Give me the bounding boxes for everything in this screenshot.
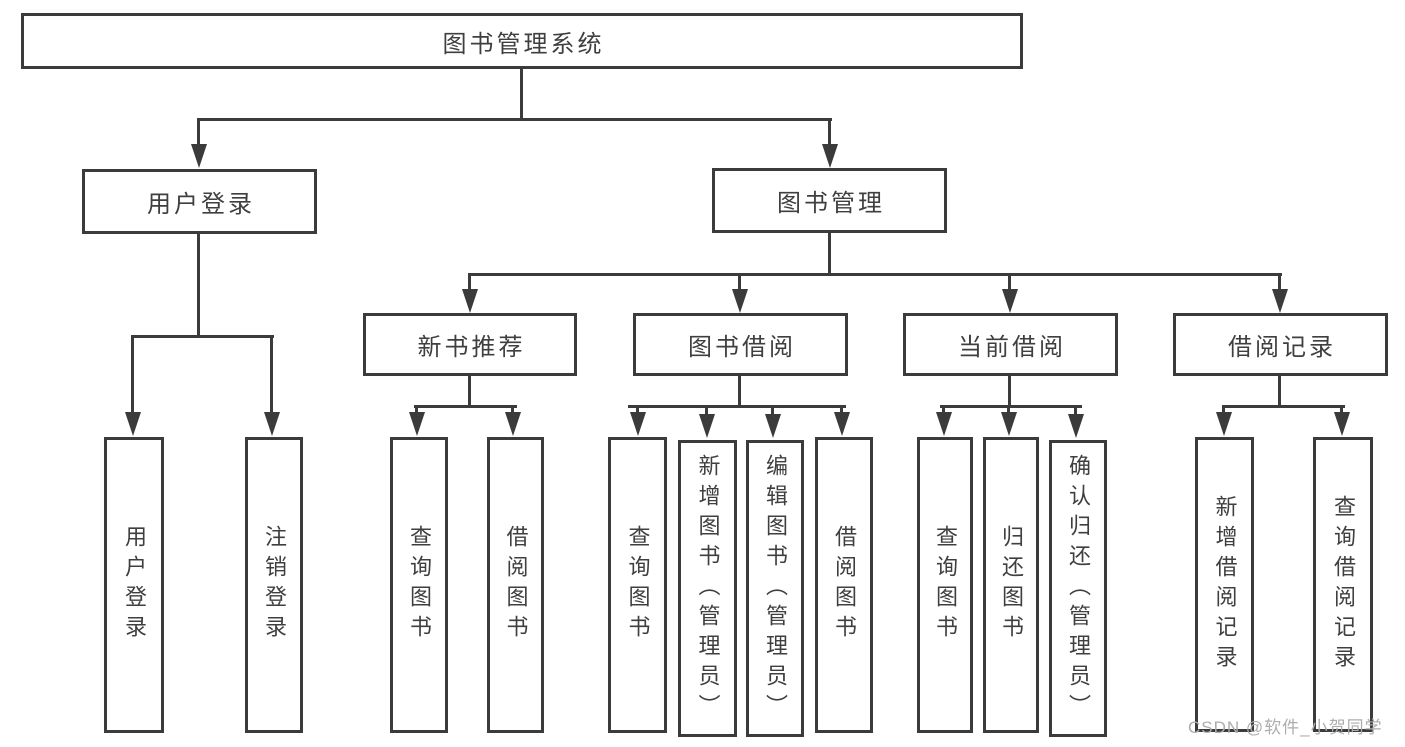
connector-drop-borrow-records [1278,273,1281,291]
arrow-to-current-borrow [1002,289,1018,313]
arrow-to-new-book [462,289,478,313]
connector-borrow-records-bar [1222,405,1345,408]
node-user-login-label: 用户登录 [147,191,255,218]
leaf-add-books-admin: 新增图书（管理员） [678,440,737,737]
leaf-add-borrow-record-label: 新增借阅记录 [1212,494,1238,675]
connector-drop-book-mgmt [828,118,831,148]
arrow-to-nb-query [409,412,425,436]
node-new-book-recommendation: 新书推荐 [363,313,577,376]
arrow-to-cb-return [1001,412,1017,436]
connector-borrow-records-stem [1278,376,1281,408]
arrow-to-login-leaf [125,412,141,436]
connector-drop-nb-query [415,405,418,415]
connector-book-mgmt-stem [828,233,831,276]
node-current-borrowing-label: 当前借阅 [958,334,1066,361]
arrow-to-br-query [1334,412,1350,436]
connector-drop-user-login [197,118,200,148]
arrow-to-cb-query [936,412,952,436]
arrow-to-bb-query [630,412,646,436]
connector-drop-cb-return [1007,405,1010,415]
connector-drop-nb-borrow [511,405,514,415]
leaf-user-login-label: 用户登录 [122,525,147,645]
leaf-edit-books-admin: 编辑图书（管理员） [746,440,804,737]
connector-drop-bb-query [636,405,639,415]
connector-drop-bb-add [705,405,708,415]
leaf-query-books-borrowing-label: 查询图书 [625,525,651,645]
connector-user-login-stem [197,234,200,338]
connector-drop-new-book [468,273,471,291]
node-borrowing-records: 借阅记录 [1173,313,1388,376]
node-current-borrowing: 当前借阅 [903,313,1118,376]
node-book-borrowing-label: 图书借阅 [688,334,796,361]
leaf-query-books-recommend: 查询图书 [390,437,448,733]
connector-drop-br-add [1222,405,1225,415]
node-new-book-recommendation-label: 新书推荐 [417,334,526,361]
leaf-query-books-borrowing: 查询图书 [608,437,667,733]
node-book-management: 图书管理 [712,168,947,233]
arrow-to-logout-leaf [264,412,280,436]
leaf-borrow-books-recommend-label: 借阅图书 [503,525,529,645]
leaf-borrow-books-borrowing: 借阅图书 [815,437,873,733]
node-root-label: 图书管理系统 [442,30,605,58]
connector-current-borrow-stem [1008,376,1011,408]
connector-level2-bar [468,273,1282,276]
arrow-to-user-login [191,144,207,168]
leaf-query-books-current-label: 查询图书 [933,525,958,645]
leaf-borrow-books-borrowing-label: 借阅图书 [832,525,857,645]
arrow-to-cb-confirm [1068,414,1084,438]
leaf-query-books-current: 查询图书 [917,437,973,733]
connector-drop-logout-leaf [270,335,273,415]
connector-user-login-bar [131,335,274,338]
leaf-confirm-return-admin: 确认归还（管理员） [1049,440,1107,737]
arrow-to-borrow-records [1272,289,1288,313]
leaf-edit-books-admin-label: 编辑图书（管理员） [763,453,788,724]
connector-current-borrow-bar [940,405,1082,408]
leaf-confirm-return-admin-label: 确认归还（管理员） [1066,453,1091,724]
connector-new-book-stem [468,376,471,408]
connector-root-stem [520,69,523,121]
node-root: 图书管理系统 [21,13,1023,69]
node-book-management-label: 图书管理 [777,190,885,217]
connector-drop-bb-edit [771,405,774,415]
leaf-borrow-books-recommend: 借阅图书 [487,437,544,733]
arrow-to-bb-add [699,414,715,438]
arrow-to-book-borrow [732,289,748,313]
leaf-user-login: 用户登录 [104,437,164,733]
arrow-to-nb-borrow [505,412,521,436]
connector-drop-cb-confirm [1074,405,1077,415]
node-book-borrowing: 图书借阅 [633,313,848,376]
csdn-watermark: CSDN @软件_小贺同学 [1188,718,1383,737]
leaf-add-books-admin-label: 新增图书（管理员） [695,453,721,724]
arrow-to-bb-borrow [834,412,850,436]
leaf-return-books: 归还图书 [983,437,1039,733]
connector-drop-br-query [1340,405,1343,415]
leaf-logout: 注销登录 [245,437,303,733]
arrow-to-bb-edit [765,414,781,438]
leaf-return-books-label: 归还图书 [999,525,1024,645]
node-borrowing-records-label: 借阅记录 [1228,334,1336,361]
node-user-login: 用户登录 [82,169,317,234]
connector-drop-bb-borrow [840,405,843,415]
connector-level1-bar [198,118,832,121]
connector-book-borrow-stem [738,376,741,408]
arrow-to-book-mgmt [822,144,838,168]
connector-drop-current-borrow [1008,273,1011,291]
connector-drop-cb-query [942,405,945,415]
connector-new-book-bar [414,405,517,408]
leaf-query-borrow-record-label: 查询借阅记录 [1331,494,1356,675]
leaf-add-borrow-record: 新增借阅记录 [1195,437,1254,732]
connector-drop-login-leaf [131,335,134,415]
arrow-to-br-add [1216,412,1232,436]
leaf-query-books-recommend-label: 查询图书 [407,525,432,645]
leaf-query-borrow-record: 查询借阅记录 [1313,437,1373,732]
connector-drop-book-borrow [738,273,741,291]
leaf-logout-label: 注销登录 [262,525,287,645]
connector-book-borrow-bar [628,405,846,408]
